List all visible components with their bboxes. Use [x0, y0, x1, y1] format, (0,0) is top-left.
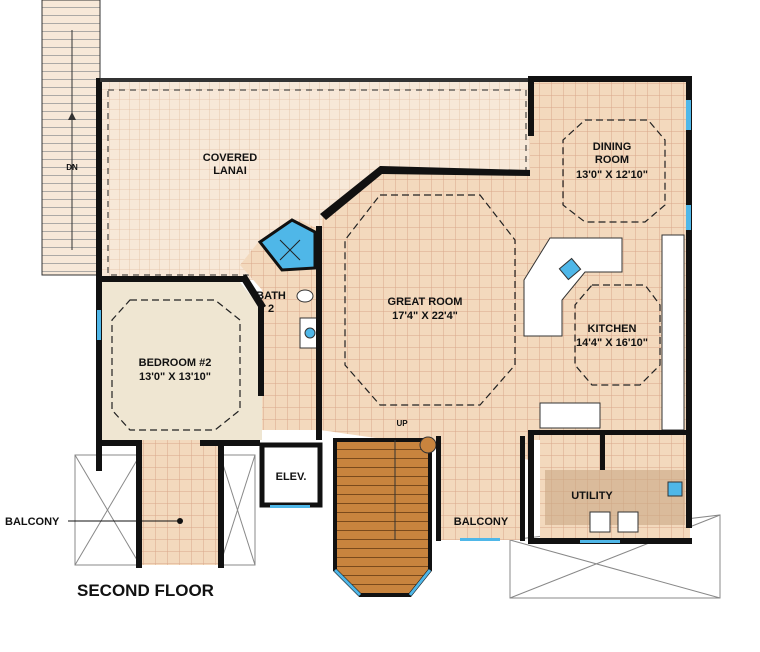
interior-stair[interactable]: [333, 438, 432, 597]
windows: [97, 100, 691, 543]
great-room-size: 17'4" X 22'4": [392, 310, 458, 322]
exterior-stair: DN: [41, 0, 101, 276]
bath-floor: [240, 220, 320, 430]
utility-label: UTILITY: [571, 490, 613, 502]
dining-label-2: ROOM: [595, 154, 629, 166]
lanai-label-2: LANAI: [213, 165, 247, 177]
bedroom2-label: BEDROOM #2: [139, 357, 212, 369]
walls: [96, 76, 692, 568]
kitchen-size: 14'4" X 16'10": [576, 337, 648, 349]
balcony-center-label: BALCONY: [454, 516, 509, 528]
bedroom2-size: 13'0" X 13'10": [139, 371, 211, 383]
corner-tub: [257, 218, 317, 272]
dining-label-1: DINING: [593, 141, 632, 153]
dining-size: 13'0" X 12'10": [576, 169, 648, 181]
elevator[interactable]: [259, 442, 323, 508]
floor-title: SECOND FLOOR: [77, 581, 214, 600]
elevator-label: ELEV.: [276, 471, 307, 483]
great-room-label: GREAT ROOM: [388, 296, 463, 308]
stair-down-label: DN: [66, 163, 78, 172]
bath-label-1: BATH: [256, 290, 286, 302]
lanai-label-1: COVERED: [203, 152, 257, 164]
bedroom2-floor: [102, 282, 262, 440]
roof-left: [74, 454, 256, 566]
balcony-left-floor: [140, 440, 220, 565]
kitchen-label: KITCHEN: [588, 323, 637, 335]
kitchen-counter: [523, 234, 685, 431]
balcony-left-label: BALCONY: [5, 516, 60, 528]
bath-label-2: 2: [268, 303, 274, 315]
stair-up-label: UP: [396, 419, 408, 428]
balcony-center-floor: [440, 440, 525, 540]
